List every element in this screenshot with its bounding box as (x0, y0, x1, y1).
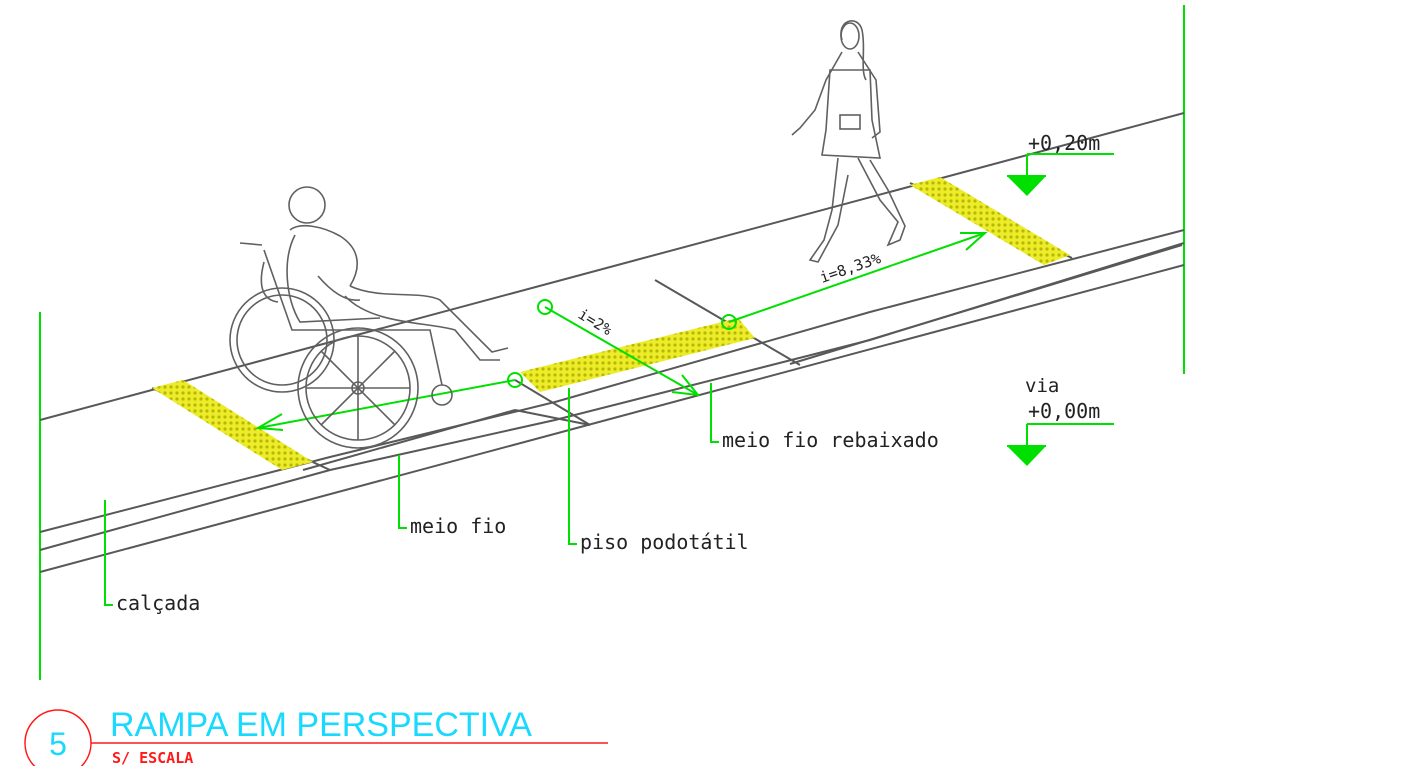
leader-tactile (568, 388, 577, 545)
ramp-slope-arrow-right (728, 232, 986, 323)
leader-lowered-curb (710, 383, 719, 443)
tactile-strip-center (520, 318, 755, 392)
ramp-edge-right (789, 244, 1183, 365)
title-block (24, 709, 608, 766)
ramp-edge-lower (514, 409, 591, 426)
ramp-slope-arrow-left (257, 379, 516, 429)
level-marker-road (1007, 423, 1114, 466)
head (840, 22, 860, 50)
node-top (537, 299, 553, 315)
small-wheel (229, 287, 335, 393)
sidewalk-front-edge (39, 229, 1185, 533)
node-left (507, 372, 523, 388)
ramp-geometry (39, 112, 1185, 573)
drawing-title: RAMPA EM PERSPECTIVA (110, 706, 532, 744)
drawing-number: 5 (49, 726, 67, 762)
leader-sidewalk (104, 500, 113, 606)
arrowhead-cross (671, 374, 701, 397)
big-wheel (297, 327, 419, 449)
level-marker-top (1007, 153, 1114, 196)
tactile-strips (152, 177, 1070, 470)
wheelchair-user-figure (229, 186, 509, 449)
drawing-scale: S/ ESCALA (112, 749, 193, 766)
ramp-edge-left (302, 409, 516, 471)
ramp-slope-label: i=8,33% (817, 249, 883, 287)
leader-curb (398, 455, 407, 529)
cross-slope-arrow (544, 306, 699, 396)
transverse-joint-2 (514, 379, 591, 426)
level-top-label: +0,20m (1028, 131, 1100, 155)
arrowhead-left (254, 413, 284, 431)
arrowhead-right (960, 232, 988, 251)
node-right (721, 314, 737, 330)
tactile-strip-right (910, 177, 1070, 265)
curb-top-line (39, 242, 1185, 551)
pedestrian-figure (791, 20, 906, 263)
level-road-label: +0,00m (1028, 399, 1100, 423)
cross-slope-label: i=2% (575, 305, 615, 339)
curb-label: meio fio (410, 514, 506, 538)
hair (840, 20, 867, 81)
lowered-curb-label: meio fio rebaixado (722, 428, 939, 452)
slope-arrows (254, 232, 988, 431)
head (288, 186, 326, 224)
road-edge-line (39, 264, 1185, 573)
tactile-strip-left (152, 380, 313, 470)
tactile-floor-label: piso podotátil (580, 530, 749, 554)
road-label: via (1025, 375, 1059, 397)
sidewalk-label: calçada (116, 591, 200, 615)
sidewalk-back-edge (39, 112, 1185, 421)
leader-lines (104, 383, 719, 606)
